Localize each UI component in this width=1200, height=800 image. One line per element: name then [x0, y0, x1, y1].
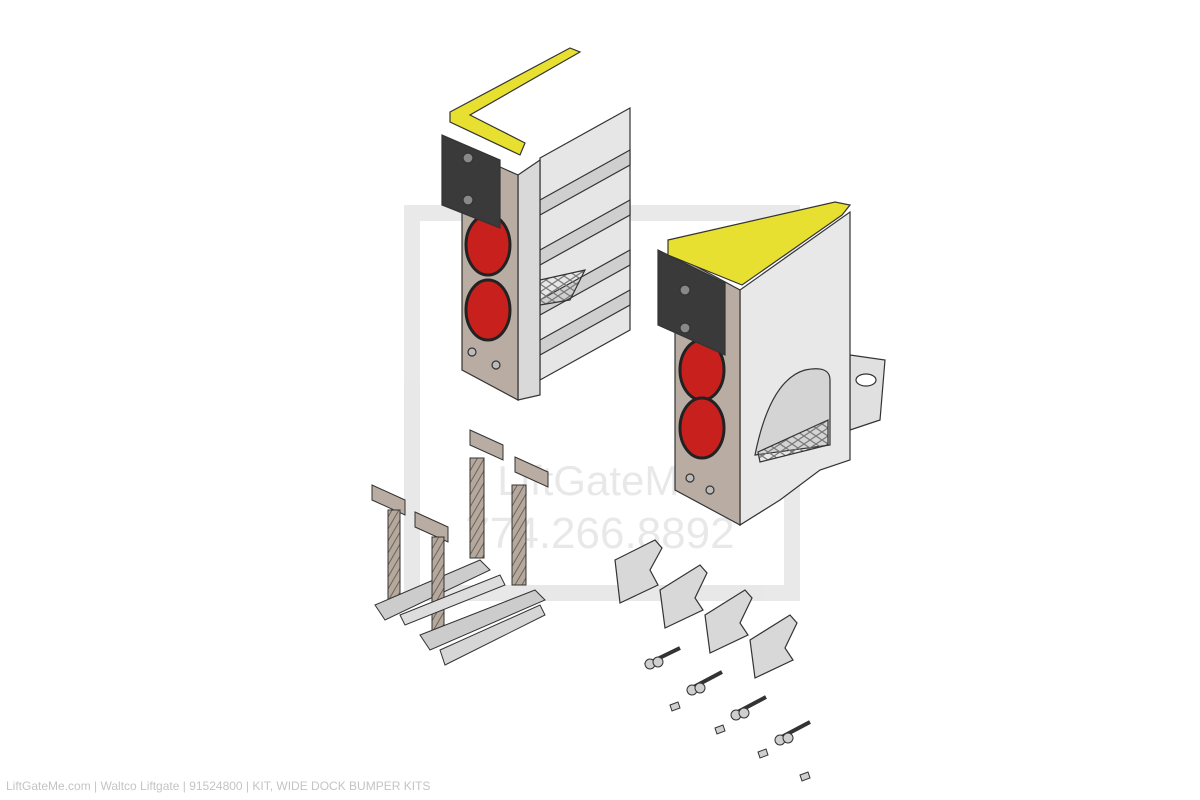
rod-assembly	[511, 456, 549, 586]
bracket	[704, 589, 753, 654]
watermark-phone: 774.266.8892	[465, 509, 734, 558]
rod-assembly	[414, 511, 546, 666]
image-caption: LiftGateMe.com | Waltco Liftgate | 91524…	[6, 779, 431, 793]
bolt-set	[730, 695, 769, 759]
left-bumper-assembly	[441, 47, 631, 402]
rod-assembly	[399, 429, 506, 626]
right-bumper-assembly	[657, 201, 886, 527]
bolt-set	[774, 720, 811, 782]
bracket	[659, 564, 708, 629]
chain-rod-assemblies	[371, 429, 549, 666]
mounting-brackets	[614, 539, 798, 679]
bracket	[614, 539, 663, 604]
bolt-set	[644, 646, 681, 712]
bolt-set	[686, 670, 726, 735]
bracket	[749, 614, 798, 679]
bolts-and-nuts	[644, 646, 811, 782]
